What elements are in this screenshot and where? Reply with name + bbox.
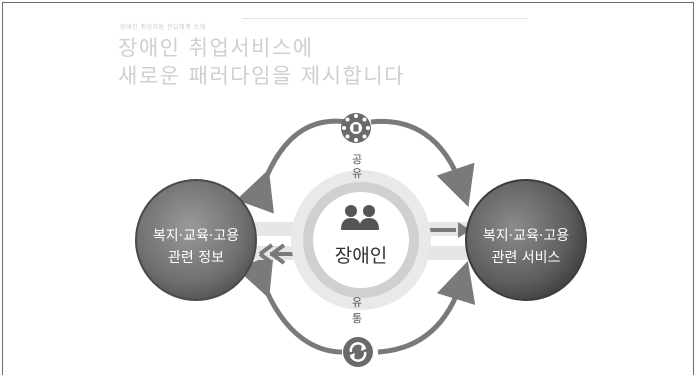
page-title: 장애인 취업서비스에 새로운 패러다임을 제시합니다 xyxy=(118,34,478,90)
cycle-arcs xyxy=(236,118,476,355)
arc-bottom-left xyxy=(236,254,343,355)
header: 장애인 취업지원 전달체계 소개 xyxy=(120,14,528,33)
arrow-left-head-2 xyxy=(270,243,286,265)
center-label: 장애인 xyxy=(335,245,387,267)
right-circle: 복지·교육·고용 관련 서비스 xyxy=(465,179,587,301)
refresh-icon xyxy=(343,337,373,367)
arc-top-left xyxy=(236,118,349,214)
right-circle-line1: 복지·교육·고용 xyxy=(483,228,569,244)
title-line-2: 새로운 패러다임을 제시합니다 xyxy=(118,64,406,88)
top-label-1: 공 xyxy=(352,153,362,166)
left-circle-line1: 복지·교육·고용 xyxy=(153,228,239,244)
bottom-label-2: 통 xyxy=(352,312,362,325)
arrow-left-head xyxy=(258,243,274,265)
left-circle-line2: 관련 정보 xyxy=(168,250,224,266)
left-circle: 복지·교육·고용 관련 정보 xyxy=(135,179,257,301)
center-core xyxy=(313,192,409,288)
arrow-right-head xyxy=(458,222,470,238)
people-icon xyxy=(341,205,379,230)
arc-top-right xyxy=(370,118,475,207)
title-line-1: 장애인 취업서비스에 xyxy=(118,36,314,60)
right-circle-line2: 관련 서비스 xyxy=(492,250,561,266)
header-caption: 장애인 취업지원 전달체계 소개 xyxy=(120,24,206,31)
header-divider xyxy=(242,18,528,19)
top-label-2: 유 xyxy=(352,167,362,180)
arc-bottom-right xyxy=(377,260,476,355)
center-circle: 장애인 xyxy=(291,170,431,310)
network-icon xyxy=(341,113,371,143)
bottom-label-1: 유 xyxy=(352,296,362,309)
